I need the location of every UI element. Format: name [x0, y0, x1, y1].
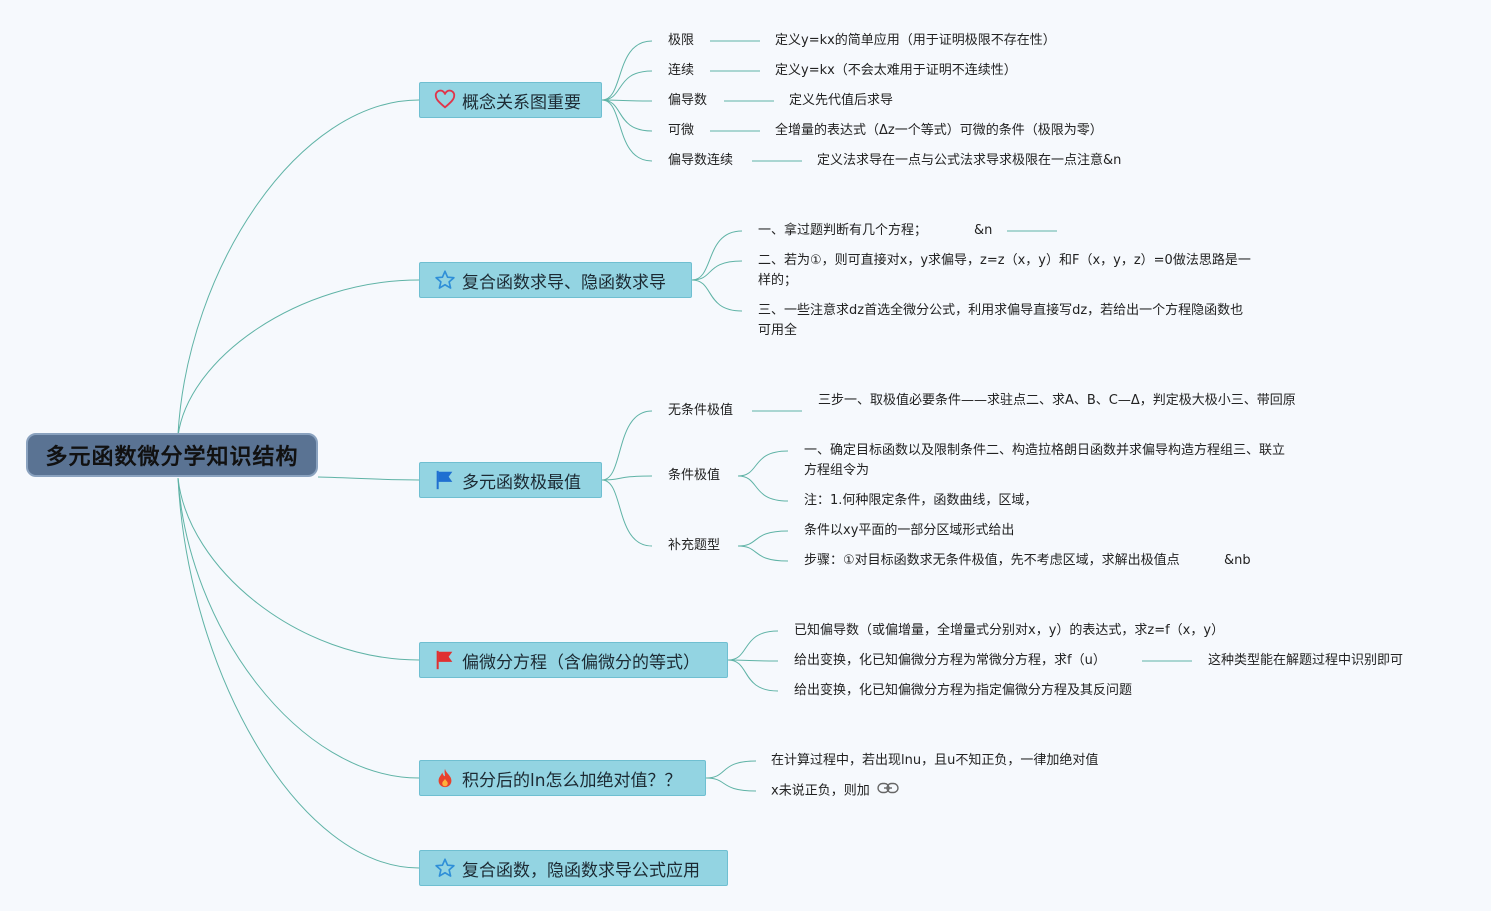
link-icon[interactable] [877, 781, 899, 801]
connector [727, 659, 779, 692]
connector [317, 476, 420, 481]
topic-single-equation[interactable]: 二、若为①，则可直接对x，y求偏导，z=z（x，y）和F（x，y，z）=0做法思… [758, 253, 1251, 288]
connector [601, 99, 653, 162]
connector [601, 479, 653, 547]
topic-transform-ode-note[interactable]: 这种类型能在解题过程中识别即可 [1208, 653, 1404, 668]
branch-label: 积分后的ln怎么加绝对值？？ [462, 770, 682, 791]
topic-count-equations-note[interactable]: &n [974, 223, 993, 238]
topic-partial-derivative[interactable]: 偏导数 [668, 93, 708, 108]
topic-limit[interactable]: 极限 [668, 33, 695, 48]
branch-composite-implicit-formula[interactable]: 复合函数，隐函数求导公式应用 [419, 850, 728, 886]
connector [691, 260, 743, 281]
branch-label: 概念关系图重要 [462, 92, 581, 113]
connector [727, 630, 779, 661]
topic-supplementary[interactable]: 补充题型 [668, 538, 721, 553]
topic-continuity[interactable]: 连续 [668, 63, 695, 78]
connector [737, 530, 789, 547]
topic-partial-continuous-note[interactable]: 定义法求导在一点与公式法求导求极限在一点注意&n [817, 153, 1122, 168]
connector [691, 279, 743, 312]
topic-differentiable-note[interactable]: 全增量的表达式（Δz一个等式）可微的条件（极限为零） [775, 123, 1103, 138]
branch-label: 复合函数，隐函数求导公式应用 [462, 860, 700, 881]
topic-count-equations[interactable]: 一、拿过题判断有几个方程； [758, 223, 928, 238]
branch-extreme-values[interactable]: 多元函数极最值 [419, 462, 602, 498]
connector [737, 475, 789, 502]
connector [177, 477, 420, 869]
topic-continuity-note[interactable]: 定义y=kx（不会太难用于证明不连续性） [775, 63, 1017, 78]
connector [691, 230, 743, 281]
topic-total-differential[interactable]: 三、一些注意求dz首选全微分公式，利用求偏导直接写dz，若给出一个方程隐函数也可… [758, 303, 1244, 338]
topic-lnu-rule[interactable]: 在计算过程中，若出现lnu，且u不知正负，一律加绝对值 [771, 753, 1099, 768]
topic-x-sign[interactable]: x未说正负，则加 [771, 781, 899, 802]
branch-ln-absolute-value[interactable]: 积分后的ln怎么加绝对值？？ [419, 760, 706, 796]
connector [737, 450, 789, 477]
connector [705, 760, 757, 779]
root-topic[interactable]: 多元函数微分学知识结构 [26, 433, 318, 477]
topic-transform-ode[interactable]: 给出变换，化已知偏微分方程为常微分方程，求f（u） [794, 653, 1106, 668]
branch-concept-relation[interactable]: 概念关系图重要 [419, 82, 602, 118]
topic-unconditional-extreme[interactable]: 无条件极值 [668, 403, 734, 418]
connector [601, 475, 653, 481]
connector [601, 99, 653, 102]
topic-partial-derivative-note[interactable]: 定义先代值后求导 [789, 93, 894, 108]
flag-red-icon [434, 649, 456, 671]
star-icon [434, 269, 456, 291]
connector [177, 477, 420, 661]
topic-partial-continuous[interactable]: 偏导数连续 [668, 153, 734, 168]
topic-condition-note[interactable]: 注：1.何种限定条件，函数曲线，区域， [804, 493, 1038, 508]
connector [177, 477, 420, 779]
branch-composite-implicit-derivative[interactable]: 复合函数求导、隐函数求导 [419, 262, 692, 298]
branch-partial-differential-equation[interactable]: 偏微分方程（含偏微分的等式） [419, 642, 728, 678]
topic-region-steps-note[interactable]: &nb [1224, 553, 1251, 568]
branch-label: 复合函数求导、隐函数求导 [462, 272, 666, 293]
topic-limit-note[interactable]: 定义y=kx的简单应用（用于证明极限不存在性） [775, 33, 1056, 48]
connector [601, 70, 653, 101]
topic-transform-pde[interactable]: 给出变换，化已知偏微分方程为指定偏微分方程及其反问题 [794, 683, 1133, 698]
connector [705, 777, 757, 792]
topic-conditional-extreme[interactable]: 条件极值 [668, 468, 721, 483]
star-icon [434, 857, 456, 879]
topic-differentiable[interactable]: 可微 [668, 123, 695, 138]
connector [601, 40, 653, 101]
connector [601, 99, 653, 132]
topic-unconditional-steps[interactable]: 三步一、取极值必要条件——求驻点二、求A、B、C—Δ，判定极大极小三、带回原 [818, 393, 1296, 408]
connector [177, 279, 420, 437]
flag-blue-icon [434, 469, 456, 491]
branch-label: 多元函数极最值 [462, 472, 581, 493]
connector [727, 659, 779, 662]
connector [601, 410, 653, 481]
connector [177, 99, 420, 435]
heart-icon [434, 89, 456, 111]
topic-region-steps[interactable]: 步骤：①对目标函数求无条件极值，先不考虑区域，求解出极值点 [804, 553, 1180, 568]
topic-region-condition[interactable]: 条件以xy平面的一部分区域形式给出 [804, 523, 1015, 538]
connector [737, 545, 789, 562]
topic-known-partial[interactable]: 已知偏导数（或偏增量，全增量式分别对x，y）的表达式，求z=f（x，y） [794, 623, 1225, 638]
topic-x-sign-label: x未说正负，则加 [771, 783, 870, 799]
branch-label: 偏微分方程（含偏微分的等式） [462, 652, 700, 673]
fire-icon [434, 767, 456, 789]
topic-lagrange-steps[interactable]: 一、确定目标函数以及限制条件二、构造拉格朗日函数并求偏导构造方程组三、联立方程组… [804, 443, 1286, 478]
